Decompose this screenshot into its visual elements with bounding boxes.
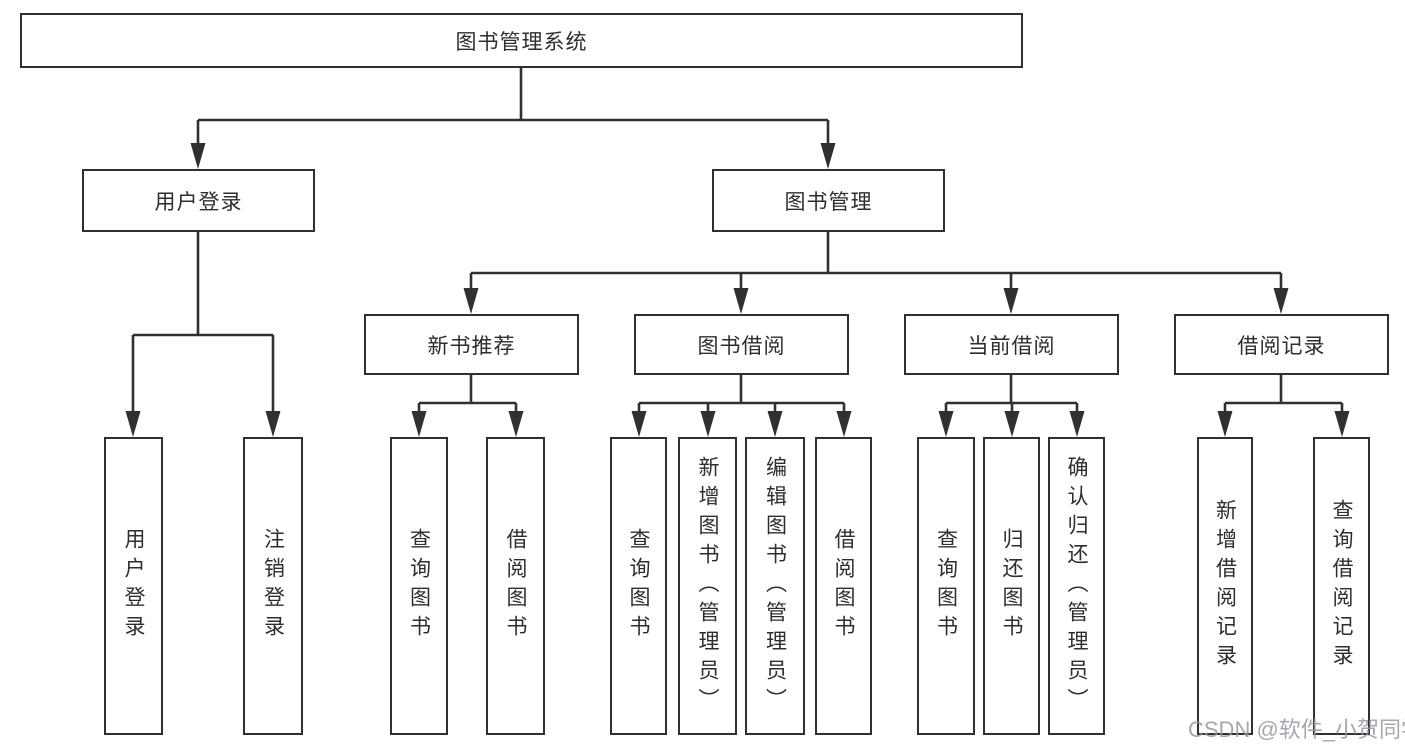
connector-new-book-recommend-children [411,375,524,437]
node-label: 注销登录 [261,528,285,644]
leaf-borrow-books-recommend: 借阅图书 [486,437,545,735]
connector-user-login-children [125,232,281,437]
leaf-user-login: 用户登录 [104,437,163,735]
node-book-borrow: 图书借阅 [634,314,849,375]
leaf-edit-book-admin: 编辑图书（管理员） [745,437,805,735]
node-label: 图书管理 [784,190,873,214]
leaf-query-books-current: 查询图书 [917,437,975,735]
leaf-query-borrow-record: 查询借阅记录 [1313,437,1370,735]
node-label: 新增借阅记录 [1213,499,1237,673]
node-label: 查询图书 [934,528,958,644]
node-label: 借阅记录 [1237,334,1326,358]
node-label: 当前借阅 [967,334,1056,358]
node-label: 编辑图书（管理员） [763,455,787,717]
node-label: 查询借阅记录 [1330,499,1353,673]
leaf-add-book-admin: 新增图书（管理员） [678,437,737,735]
leaf-borrow-books: 借阅图书 [815,437,872,735]
leaf-confirm-return-admin: 确认归还（管理员） [1048,437,1105,735]
connector-root-to-level2 [190,68,836,169]
node-root: 图书管理系统 [20,13,1023,68]
connector-book-borrow-children [631,375,852,437]
csdn-watermark: CSDN @软件_小贺同学 [1188,717,1405,742]
node-new-book-recommend: 新书推荐 [364,314,579,375]
node-label: 归还图书 [1000,528,1023,644]
node-label: 查询图书 [407,528,431,644]
node-label: 图书管理系统 [455,30,588,54]
node-current-borrow: 当前借阅 [904,314,1119,375]
leaf-add-borrow-record: 新增借阅记录 [1197,437,1253,735]
node-label: 用户登录 [154,190,243,214]
node-label: 借阅图书 [832,528,855,644]
connector-book-management-children [463,232,1289,314]
node-label: 图书借阅 [697,334,786,358]
leaf-query-books-recommend: 查询图书 [390,437,448,735]
node-label: 用户登录 [122,528,145,644]
node-label: 借阅图书 [504,528,527,644]
connector-current-borrow-children [938,375,1085,437]
node-user-login: 用户登录 [82,169,315,232]
leaf-return-book: 归还图书 [983,437,1040,735]
connector-borrow-records-children [1217,375,1350,437]
node-label: 新增图书（管理员） [696,455,719,717]
node-book-management: 图书管理 [712,169,945,232]
node-label: 新书推荐 [427,334,516,358]
node-label: 确认归还（管理员） [1065,455,1088,717]
leaf-logout: 注销登录 [243,437,303,735]
leaf-query-books-borrow: 查询图书 [610,437,667,735]
node-label: 查询图书 [627,528,650,644]
node-borrow-records: 借阅记录 [1174,314,1389,375]
